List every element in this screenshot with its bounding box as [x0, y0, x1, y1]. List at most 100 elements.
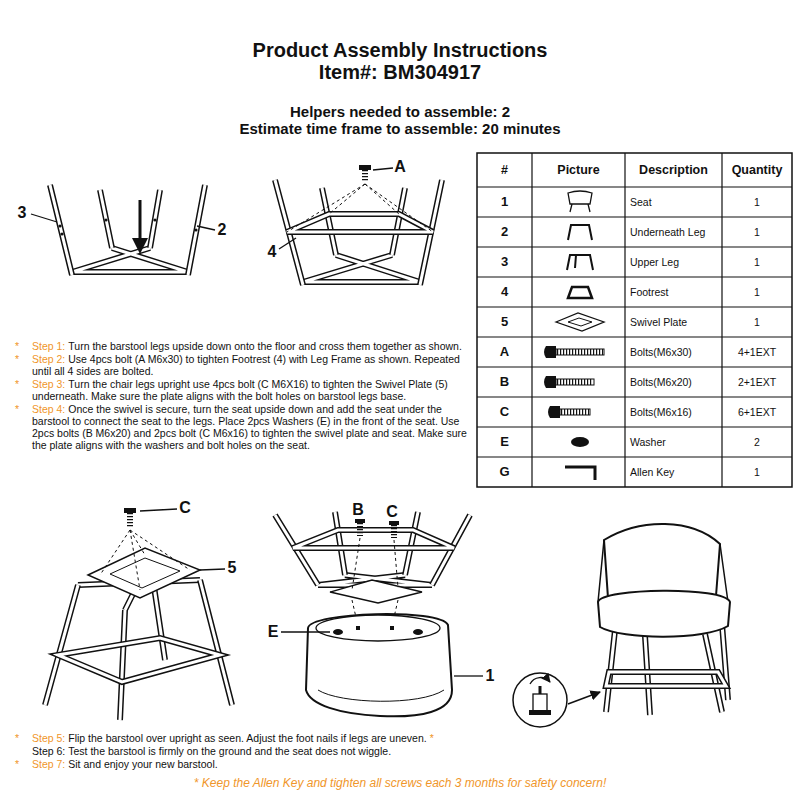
part-icon	[556, 349, 604, 355]
step3-figure	[45, 508, 232, 720]
step4-figure	[318, 690, 444, 701]
part-icon	[560, 409, 590, 415]
part-icon	[568, 287, 592, 298]
table-cell: 4+1EXT	[738, 346, 776, 358]
step1-figure	[194, 228, 197, 231]
step5-figure	[568, 692, 600, 704]
parts-table	[477, 153, 792, 487]
step5-figure	[529, 710, 551, 715]
step4-figure	[454, 675, 483, 676]
part-icon	[568, 318, 592, 326]
table-cell: Upper Leg	[630, 256, 679, 268]
step1-figure	[31, 185, 215, 275]
callout-number: 3	[18, 204, 27, 222]
table-cell: G	[499, 465, 509, 480]
callout-number: 2	[218, 221, 227, 239]
step-bullet: *	[15, 353, 19, 365]
table-cell: Seat	[630, 196, 652, 208]
table-header: Picture	[557, 163, 599, 177]
step3-figure	[140, 509, 177, 511]
step4-figure	[357, 523, 363, 536]
step1-figure	[72, 248, 188, 272]
step5-figure	[530, 678, 550, 684]
part-icon	[571, 437, 589, 447]
part-icon	[561, 409, 589, 415]
table-cell: Washer	[630, 436, 666, 448]
step-bullet: *	[15, 403, 19, 415]
part-icon	[556, 313, 604, 331]
table-cell: A	[500, 345, 509, 360]
step-bullet: *	[15, 758, 19, 770]
step2-figure	[373, 168, 393, 170]
step-label: Step 3:	[32, 378, 65, 390]
step4-figure	[333, 629, 343, 635]
table-cell: Bolts(M6x30)	[630, 346, 692, 358]
part-icon	[570, 204, 590, 212]
step-list: *Step 1:Turn the barstool legs upside do…	[10, 340, 472, 452]
table-cell: 4	[501, 285, 508, 300]
table-cell: C	[500, 405, 509, 420]
item-number: Item#: BM304917	[319, 61, 481, 84]
callout-number: 5	[228, 559, 237, 577]
part-icon	[544, 346, 556, 358]
step-label: Step 5:	[32, 732, 65, 744]
step3-figure	[200, 569, 225, 570]
callout-letter: E	[268, 623, 279, 641]
step1-figure	[153, 218, 156, 221]
step1-figure	[132, 238, 148, 254]
table-cell: 3	[501, 255, 508, 270]
part-icon	[548, 406, 560, 418]
safety-note: * Keep the Allen Key and tighten all scr…	[194, 777, 606, 791]
table-cell: E	[500, 435, 509, 450]
step5-figure	[606, 624, 728, 715]
step4-figure	[275, 512, 470, 585]
step3-figure	[58, 638, 220, 682]
step5-figure	[533, 694, 547, 712]
step1-figure	[60, 232, 63, 235]
part-icon	[557, 379, 593, 385]
table-header: Description	[639, 163, 708, 177]
step4-figure	[356, 626, 360, 630]
parts-table	[477, 153, 792, 487]
step-text: Flip the barstool over upright as seen. …	[68, 732, 426, 744]
step3-figure	[88, 548, 200, 598]
part-icon	[565, 467, 595, 480]
table-cell: 1	[501, 195, 508, 210]
step1-figure	[104, 218, 107, 221]
step5-figure	[513, 673, 567, 727]
part-icon	[568, 225, 592, 240]
step4-figure	[390, 626, 394, 630]
step-list: * Step 5:Flip the barstool over upright a…	[10, 732, 570, 771]
step4-figure	[355, 519, 365, 523]
step4-figure	[391, 525, 397, 538]
part-icon	[544, 191, 604, 480]
callout-number: 4	[268, 243, 277, 261]
part-icon	[556, 379, 594, 385]
step2-figure	[303, 255, 420, 282]
table-cell: 5	[501, 315, 508, 330]
step4-figure	[389, 521, 399, 525]
step1-figure	[50, 185, 205, 275]
step-label: Step 4:	[32, 403, 65, 415]
step-paragraph: * Step 4:Once the swivel is secure, turn …	[10, 403, 472, 451]
table-cell: Underneath Leg	[630, 226, 705, 238]
table-cell: Swivel Plate	[630, 316, 687, 328]
step4-figure	[413, 629, 423, 635]
step4-figure	[293, 530, 454, 548]
step5-figure	[604, 524, 720, 599]
step-text: Once the swivel is secure, turn the seat…	[32, 403, 467, 451]
step-text: Sit and enjoy your new barstool.	[68, 758, 217, 770]
part-icon	[567, 255, 593, 270]
part-icon	[557, 349, 603, 355]
step-text: Turn the barstool legs upside down onto …	[68, 340, 462, 352]
step1-figure	[31, 214, 57, 222]
table-cell: Bolts(M6x16)	[630, 406, 692, 418]
step-paragraph: *Step 1:Turn the barstool legs upside do…	[10, 340, 472, 352]
step-paragraph: *Step 2:Use 4pcs bolt (A M6x30) to tight…	[10, 353, 472, 377]
step2-figure	[275, 165, 442, 285]
step5-figure	[606, 624, 728, 715]
step-text: Turn the chair legs upright use 4pcs bol…	[32, 378, 448, 402]
table-header: #	[501, 163, 508, 177]
step-paragraph: *Step 3:Turn the chair legs upright use …	[10, 378, 472, 402]
